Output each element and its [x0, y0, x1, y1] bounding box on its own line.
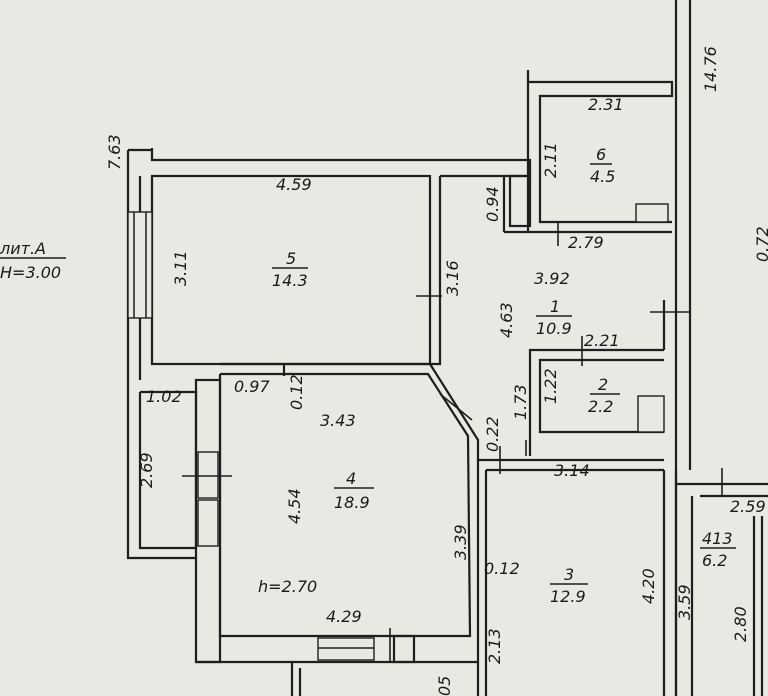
dim-r5-left: 3.11 — [171, 250, 190, 286]
room-5-walls — [126, 148, 532, 380]
dim-r3-width: 3.14 — [554, 461, 590, 480]
room-number: 413 — [702, 529, 733, 548]
room-label-5: 5 14.3 — [272, 249, 308, 290]
dim-r3-wall: 0.12 — [484, 559, 520, 578]
dim-r1-depth: 4.63 — [497, 302, 516, 338]
dim-right-column: 3.59 — [675, 584, 694, 620]
room-3-walls — [476, 460, 664, 696]
room-label-3: 3 12.9 — [550, 565, 588, 606]
dim-r4-corner: 0.97 — [234, 377, 270, 396]
dim-far-right: 0.72 — [753, 226, 768, 262]
dim-r6-bottom: 2.79 — [568, 233, 604, 252]
room-number: 5 — [286, 249, 296, 268]
dim-r4-top: 3.43 — [320, 411, 356, 430]
dim-balcony-depth: 2.69 — [137, 452, 156, 488]
room-label-4: 4 18.9 — [334, 469, 374, 512]
room-number: 4 — [346, 469, 356, 488]
neighbour-walls — [676, 468, 768, 696]
room-area: 14.3 — [272, 271, 308, 290]
room-area: 4.5 — [590, 167, 615, 186]
dim-outer-top-right: 14.76 — [701, 46, 720, 92]
dim-r3-right: 4.20 — [639, 568, 658, 604]
dim-r4-bottom: 4.29 — [326, 607, 362, 626]
dim-outer-left: 7.63 — [105, 134, 124, 170]
party-wall — [662, 0, 692, 696]
dim-nb-depth: 2.80 — [731, 606, 750, 642]
room-4-height: h=2.70 — [258, 577, 317, 596]
dim-r3-bottom: 2.13 — [485, 628, 504, 664]
dim-r6-niche: 0.94 — [483, 186, 502, 222]
room-label-413: 413 6.2 — [700, 529, 736, 570]
room-label-2: 2 2.2 — [588, 375, 620, 416]
room-1-walls — [430, 176, 690, 366]
balcony-walls — [126, 378, 232, 664]
room-area: 12.9 — [550, 587, 586, 606]
dim-r4-right: 3.39 — [451, 524, 470, 560]
room-area: 18.9 — [334, 493, 370, 512]
room-area: 2.2 — [588, 397, 613, 416]
dim-r2-right: 1.73 — [511, 384, 530, 420]
dim-r6-width: 2.31 — [588, 95, 624, 114]
dim-r4-wall: 0.12 — [287, 374, 306, 410]
dim-nb-width: 2.59 — [730, 497, 766, 516]
dim-hall-gap: 0.22 — [483, 416, 502, 452]
room-area: 6.2 — [702, 551, 727, 570]
dim-r5-right: 3.16 — [443, 260, 462, 296]
room-label-1: 1 10.9 — [536, 297, 572, 338]
dim-r5-width: 4.59 — [276, 175, 312, 194]
dim-r2-left: 1.22 — [541, 368, 560, 404]
height-label: H=3.00 — [0, 263, 61, 282]
room-label-6: 6 4.5 — [590, 145, 615, 186]
dim-r6-depth: 2.11 — [541, 142, 560, 178]
liter-label: лит.А — [0, 239, 46, 258]
room-number: 6 — [596, 145, 606, 164]
dim-balcony-width: 1.02 — [146, 387, 182, 406]
dim-r4-left: 4.54 — [285, 488, 304, 524]
dim-bottom-cut: 05 — [435, 676, 454, 696]
bottom-walls — [196, 628, 478, 696]
room-number: 3 — [564, 565, 574, 584]
room-number: 1 — [550, 297, 560, 316]
dim-r1-width: 3.92 — [534, 269, 570, 288]
room-2-walls — [525, 336, 665, 456]
room-area: 10.9 — [536, 319, 572, 338]
dim-r2-width: 2.21 — [584, 331, 620, 350]
room-number: 2 — [598, 375, 608, 394]
niche-walls — [502, 174, 532, 234]
